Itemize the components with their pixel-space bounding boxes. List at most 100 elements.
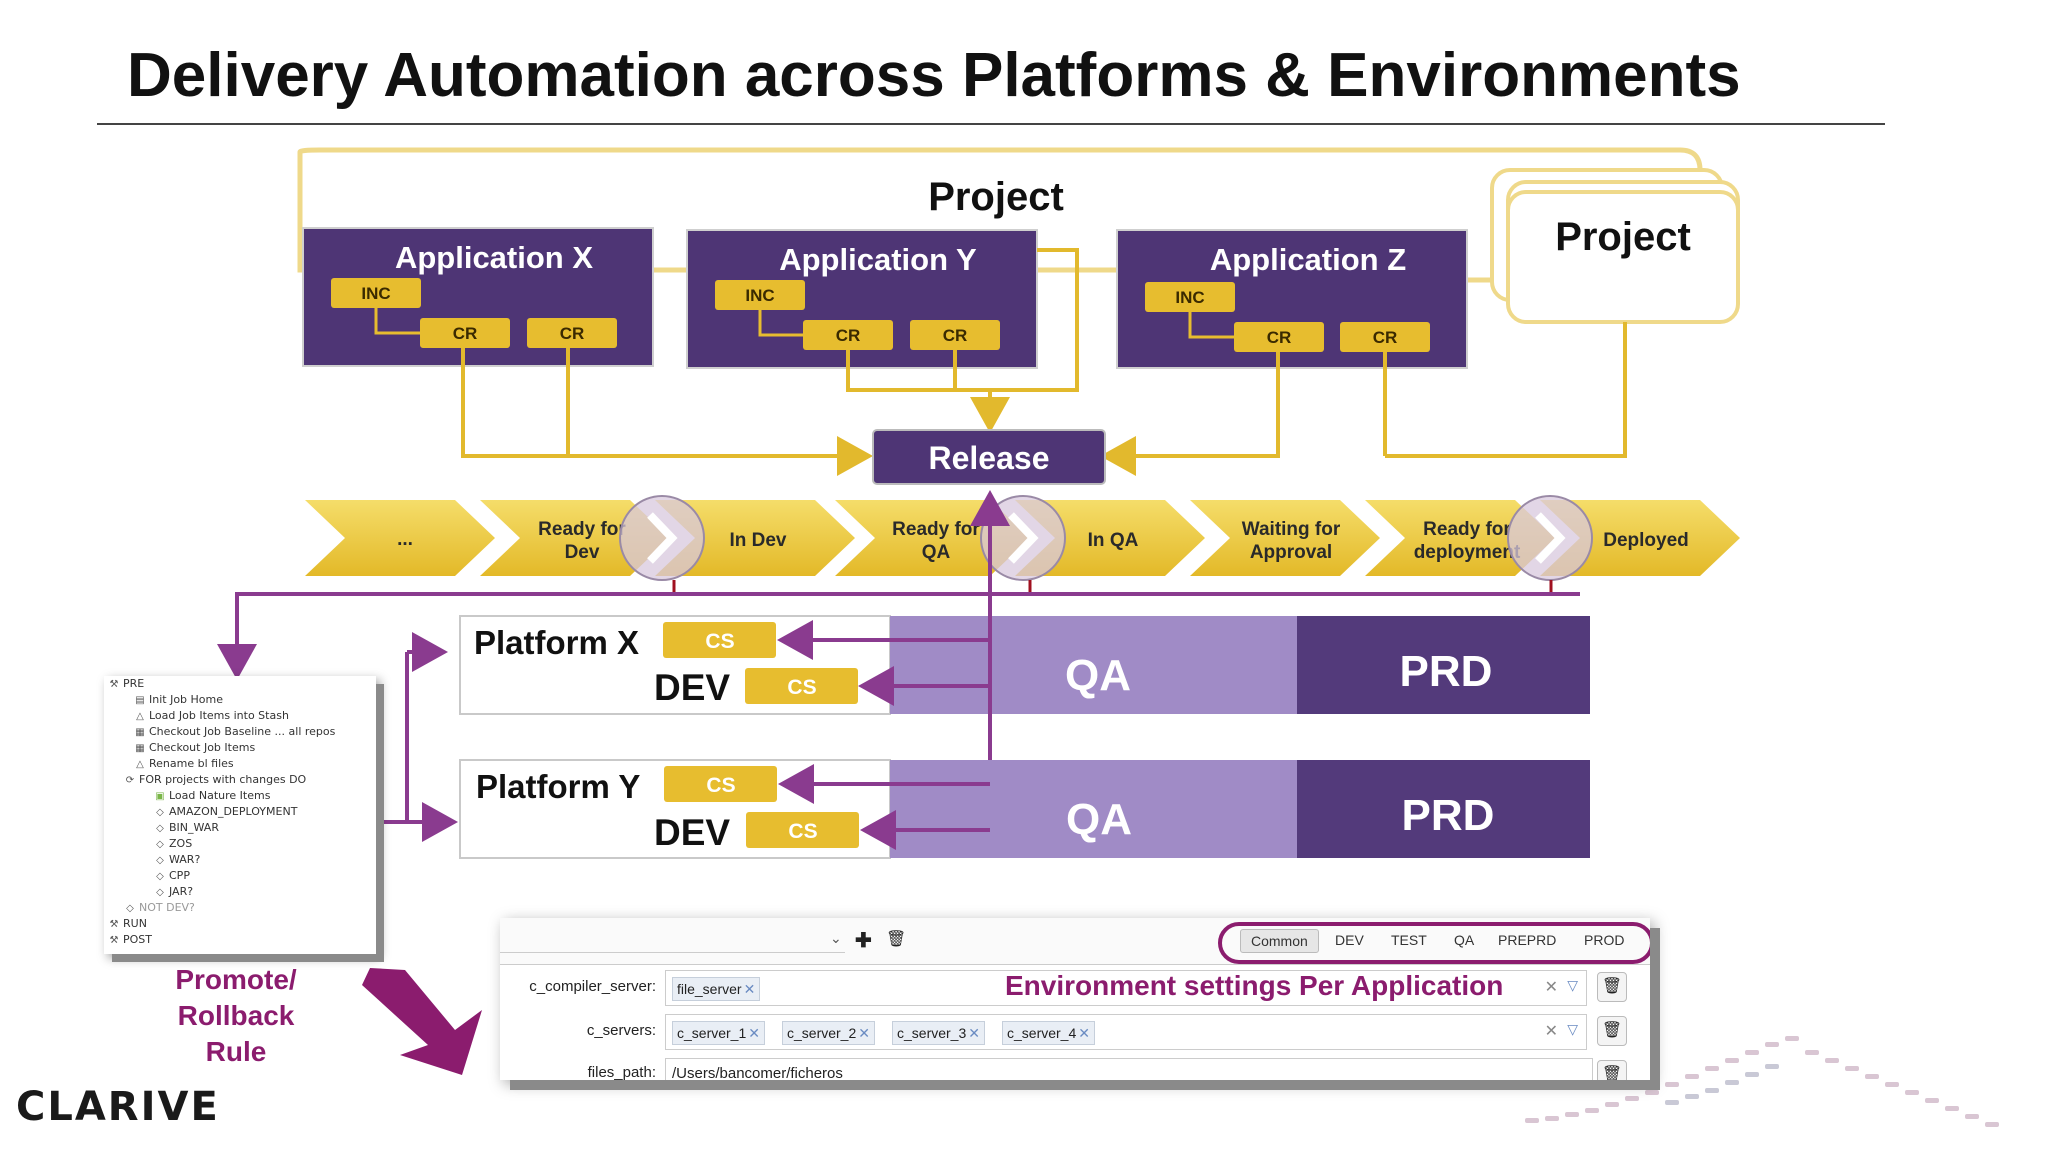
close-icon[interactable]: ✕ (743, 981, 756, 997)
tag[interactable]: c_server_3✕ (892, 1021, 985, 1045)
cs-chip: CS (705, 630, 734, 653)
tab-dev[interactable]: DEV (1335, 932, 1364, 948)
release-connectors (461, 248, 1627, 476)
tag[interactable]: file_server✕ (672, 977, 761, 1001)
platform-x-name: Platform X (474, 624, 639, 661)
caption-line: Promote/ (175, 964, 297, 995)
stage-chevron (1540, 500, 1740, 576)
cs-chip: CS (706, 774, 735, 797)
stage-chevron (1015, 500, 1205, 576)
tab-qa[interactable]: QA (1454, 932, 1475, 948)
tree-item[interactable]: ▦Checkout Job Baseline ... all repos (134, 724, 335, 740)
tree-item[interactable]: ◇CPP (154, 868, 190, 884)
tree-item[interactable]: ◇JAR? (154, 884, 193, 900)
env-tabs-highlight (1218, 922, 1650, 964)
platform-y-dev: DEV (654, 812, 730, 853)
stage-label: deployment (1414, 542, 1521, 563)
chevron-down-icon[interactable]: ▽ (1567, 977, 1578, 993)
application-y: Application Y INC CR CR (686, 229, 1038, 369)
close-icon[interactable]: ✕ (968, 1025, 980, 1041)
promote-rollback-caption: Promote/ Rollback Rule (150, 962, 322, 1070)
tree-item[interactable]: △Load Job Items into Stash (134, 708, 289, 724)
trash-icon: 🗑 (1601, 978, 1623, 995)
close-icon[interactable]: ✕ (748, 1025, 760, 1041)
application-z-title: Application Z (1210, 242, 1406, 277)
title-divider (97, 123, 1885, 125)
trash-icon[interactable]: 🗑 (886, 931, 907, 948)
cr-chip: CR (1267, 328, 1292, 347)
files-path-field[interactable]: /Users/bancomer/ficheros (665, 1058, 1593, 1080)
tree-item[interactable]: △Rename bl files (134, 756, 234, 772)
diamond-icon: ◇ (156, 807, 164, 818)
tree-item[interactable]: ⚒RUN (108, 916, 147, 932)
application-z: Application Z INC CR CR (1116, 229, 1468, 369)
servers-field[interactable]: c_server_1✕ c_server_2✕ c_server_3✕ c_se… (665, 1014, 1587, 1050)
tree-item[interactable]: ◇AMAZON_DEPLOYMENT (154, 804, 297, 820)
diamond-icon: ◇ (156, 871, 164, 882)
transition-circle (1507, 495, 1593, 581)
tree-item[interactable]: ▦Checkout Job Items (134, 740, 255, 756)
hammer-icon: ⚒ (109, 935, 119, 946)
stage-chevron (1190, 500, 1380, 576)
deploy-arrows (777, 490, 1010, 850)
stage-chevron (480, 500, 670, 576)
application-y-title: Application Y (779, 242, 977, 277)
close-icon[interactable]: ✕ (858, 1025, 870, 1041)
clear-icon[interactable]: ✕ (1544, 1023, 1558, 1040)
transition-circle (980, 495, 1066, 581)
add-icon[interactable]: ✚ (855, 930, 872, 952)
tree-item[interactable]: ◇ZOS (154, 836, 192, 852)
delete-field-button[interactable]: 🗑 (1597, 1060, 1627, 1080)
stage-label: Waiting for (1242, 519, 1341, 540)
caption-line: Rollback (177, 1000, 295, 1031)
stage-label: Deployed (1603, 530, 1689, 551)
release-label: Release (929, 440, 1050, 476)
project-label: Project (928, 175, 1064, 219)
tree-item[interactable]: ◇WAR? (154, 852, 200, 868)
platform-x-dev: DEV (654, 667, 730, 708)
tree-item[interactable]: ◇NOT DEV? (124, 900, 195, 916)
caption-line: Rule (205, 1036, 267, 1067)
tree-item[interactable]: ⚒POST (108, 932, 152, 948)
tree-item[interactable]: ⚒PRE (108, 676, 145, 692)
clear-icon[interactable]: ✕ (1544, 979, 1558, 996)
inc-chip: INC (745, 286, 774, 305)
field-label: c_servers: (586, 1022, 656, 1039)
environment-settings-caption: Environment settings Per Application (1005, 970, 1504, 1001)
decorative-swoosh (1525, 1036, 1999, 1127)
tab-preprd[interactable]: PREPRD (1498, 932, 1557, 948)
cr-chip: CR (560, 324, 585, 343)
tree-item[interactable]: ⟳FOR projects with changes DO (124, 772, 306, 788)
cs-chip: CS (787, 676, 816, 699)
tab-prod[interactable]: PROD (1584, 932, 1625, 948)
tab-test[interactable]: TEST (1391, 932, 1427, 948)
trash-icon: 🗑 (1601, 1022, 1623, 1039)
delete-field-button[interactable]: 🗑 (1597, 972, 1627, 1002)
tag[interactable]: c_server_4✕ (1002, 1021, 1095, 1045)
transition-markers (619, 495, 1593, 594)
project-select[interactable] (500, 930, 845, 953)
chevron-down-icon[interactable]: ⌄ (830, 930, 842, 946)
hammer-icon: ⚒ (109, 919, 119, 930)
tree-item[interactable]: ◇BIN_WAR (154, 820, 219, 836)
file-icon: ▤ (135, 695, 145, 706)
diamond-icon: ◇ (156, 855, 164, 866)
tree-item[interactable]: ▤Init Job Home (134, 692, 223, 708)
tab-common[interactable]: Common (1240, 929, 1319, 953)
settings-toolbar: ⌄ ✚ 🗑 Common DEV TEST QA PREPRD PROD (500, 918, 1650, 965)
delete-field-button[interactable]: 🗑 (1597, 1016, 1627, 1046)
tag[interactable]: c_server_1✕ (672, 1021, 765, 1045)
stage-label: Dev (565, 542, 600, 563)
compiler-server-field[interactable]: file_server✕ ✕ ▽ (665, 970, 1587, 1006)
platform-y-prd: PRD (1402, 791, 1495, 840)
tag[interactable]: c_server_2✕ (782, 1021, 875, 1045)
stage-chevron (1365, 500, 1555, 576)
tree-item[interactable]: ▣Load Nature Items (154, 788, 270, 804)
chevron-down-icon[interactable]: ▽ (1567, 1021, 1578, 1037)
stage-label: In QA (1088, 530, 1139, 551)
close-icon[interactable]: ✕ (1078, 1025, 1090, 1041)
diamond-icon: ◇ (126, 903, 134, 914)
platform-y-qa: QA (1066, 795, 1132, 844)
inc-chip: INC (361, 284, 390, 303)
